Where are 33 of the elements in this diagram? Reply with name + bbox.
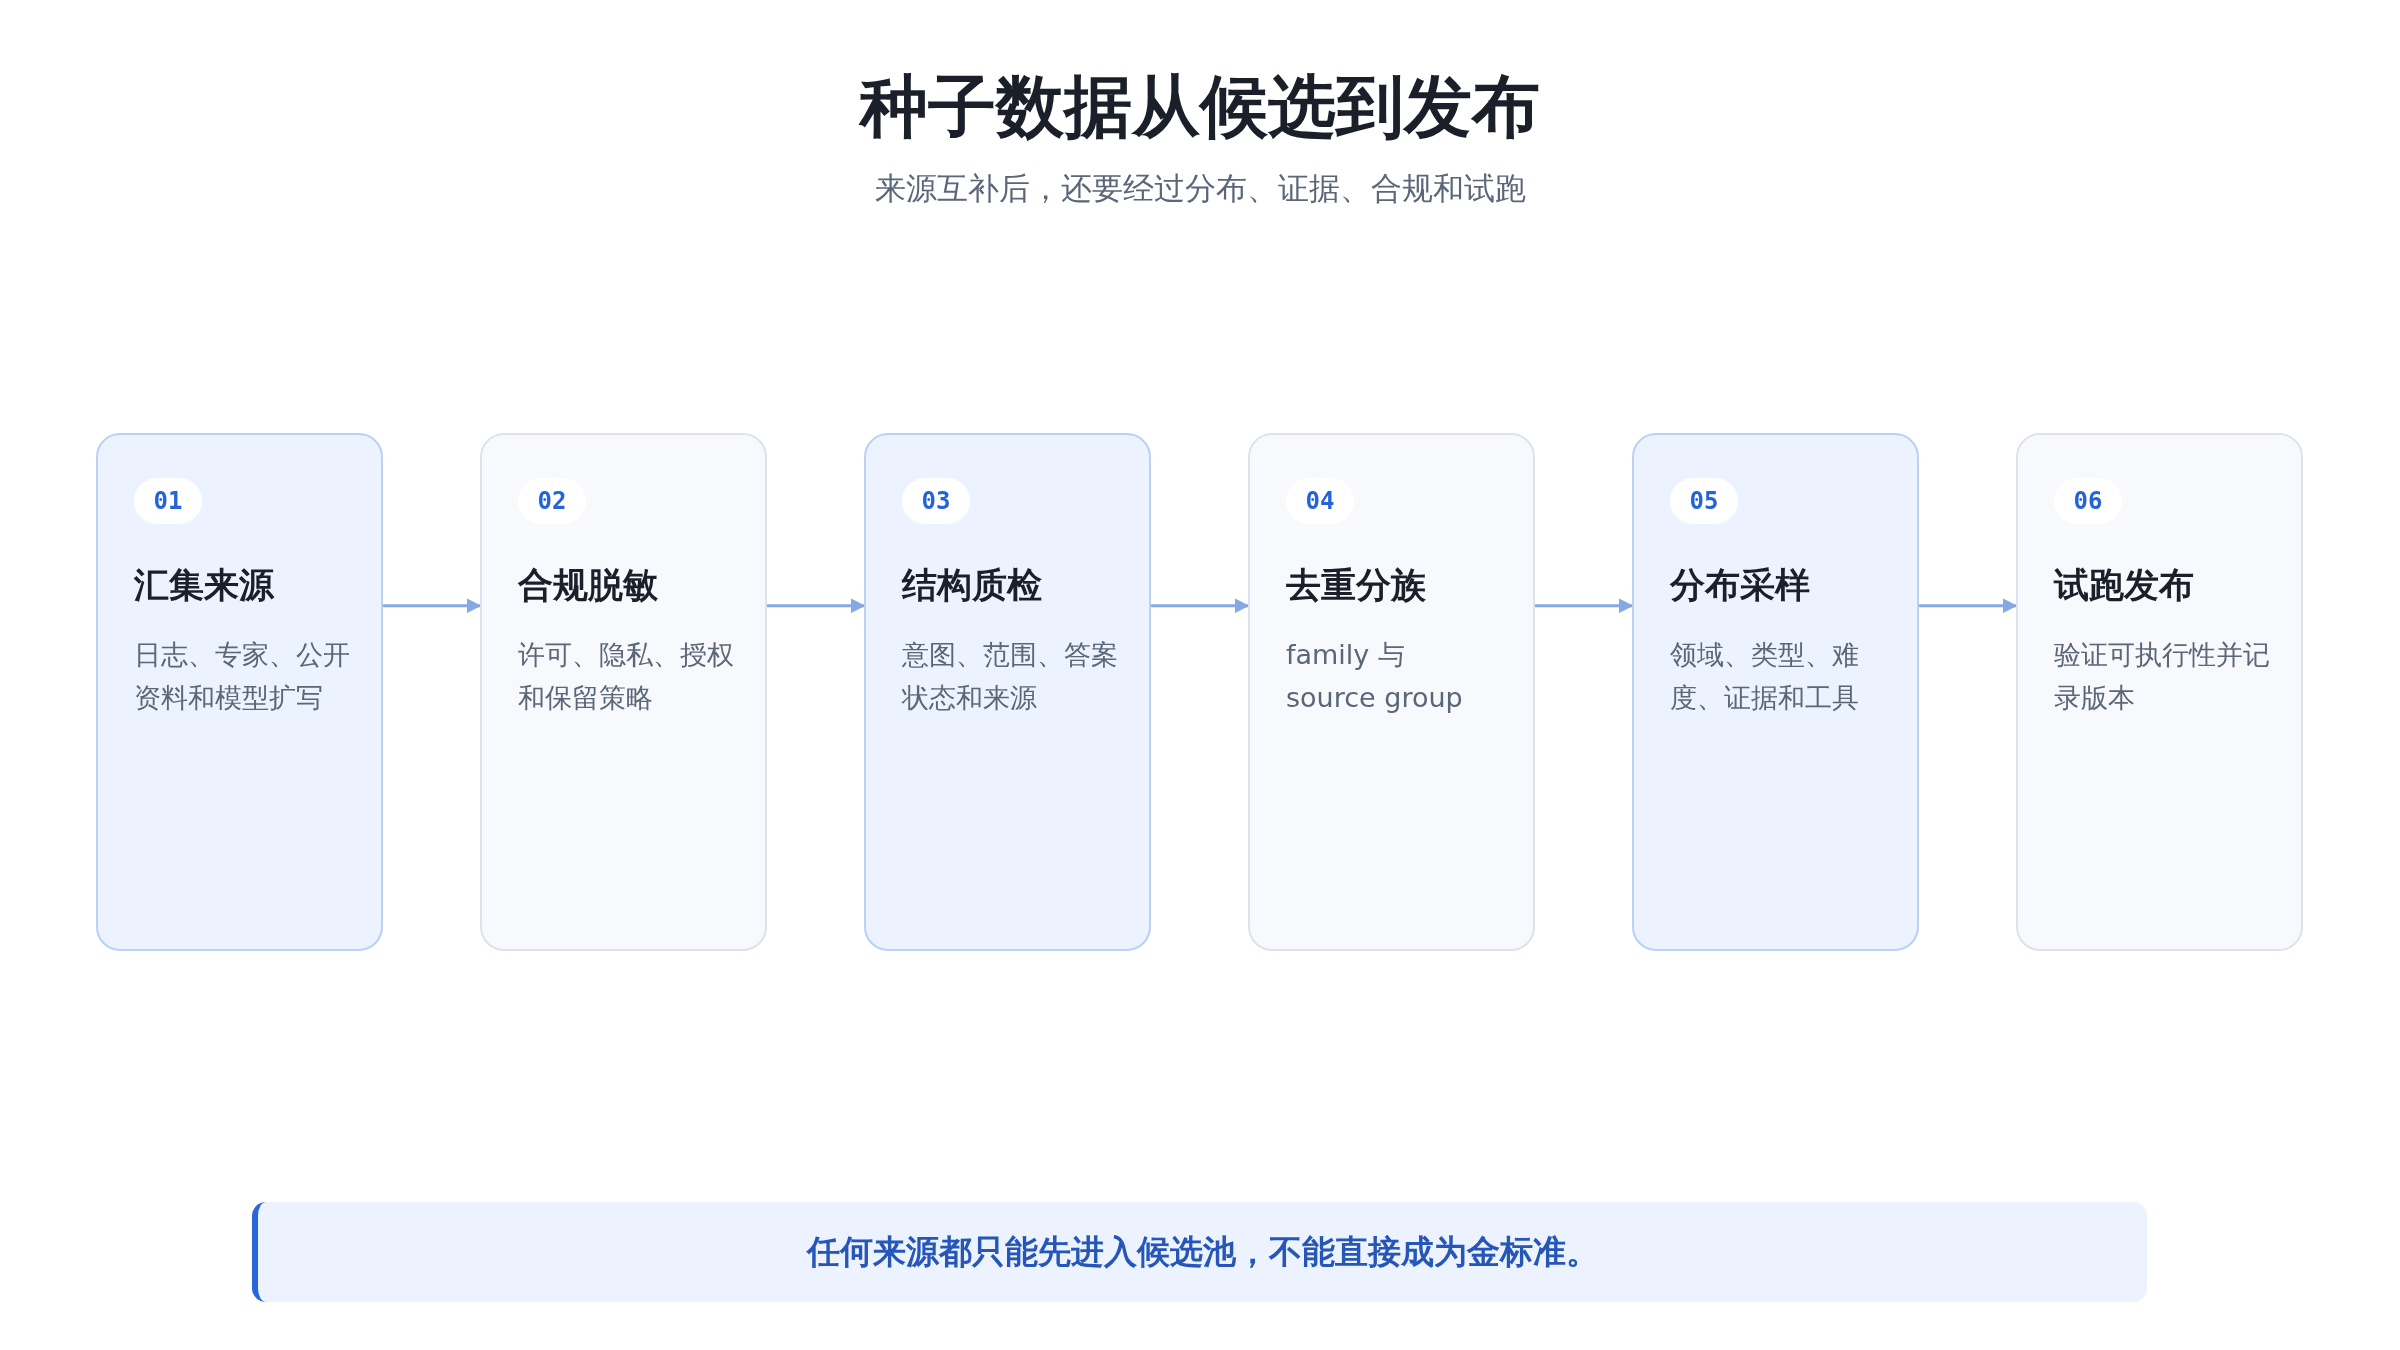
step-description: 意图、范围、答案状态和来源 bbox=[902, 638, 1118, 715]
note-banner bbox=[252, 1202, 2147, 1302]
arrow bbox=[767, 598, 866, 614]
step-description: 日志、专家、公开资料和模型扩写 bbox=[134, 638, 350, 715]
arrow bbox=[1535, 598, 1634, 614]
arrow bbox=[383, 598, 482, 614]
step-card bbox=[480, 433, 767, 951]
step-number: 01 bbox=[134, 478, 202, 524]
step-title: 合规脱敏 bbox=[518, 564, 658, 607]
step-number: 04 bbox=[1286, 478, 1354, 524]
subtitle: 来源互补后，还要经过分布、证据、合规和试跑 bbox=[873, 169, 1527, 208]
step-number: 05 bbox=[1670, 478, 1738, 524]
step-card bbox=[2016, 433, 2303, 951]
step-description: family 与 source group bbox=[1286, 638, 1464, 715]
note-text: 任何来源都只能先进入候选池，不能直接成为金标准。 bbox=[806, 1230, 1599, 1273]
step-card bbox=[864, 433, 1151, 951]
step-description: 验证可执行性并记录版本 bbox=[2054, 638, 2270, 715]
step-number: 06 bbox=[2054, 478, 2122, 524]
step-card bbox=[1248, 433, 1535, 951]
step-title: 试跑发布 bbox=[2054, 564, 2194, 607]
step-card bbox=[96, 433, 383, 951]
title: 种子数据从候选到发布 bbox=[857, 66, 1541, 148]
step-card bbox=[1632, 433, 1919, 951]
step-title: 去重分族 bbox=[1286, 564, 1426, 607]
step-number: 02 bbox=[518, 478, 586, 524]
step-number: 03 bbox=[902, 478, 970, 524]
arrow bbox=[1151, 598, 1250, 614]
step-description: 领域、类型、难度、证据和工具 bbox=[1670, 638, 1860, 715]
step-title: 汇集来源 bbox=[134, 564, 274, 607]
step-title: 分布采样 bbox=[1670, 564, 1810, 607]
step-description: 许可、隐私、授权和保留策略 bbox=[518, 638, 734, 715]
step-title: 结构质检 bbox=[902, 564, 1042, 607]
arrow bbox=[1919, 598, 2018, 614]
